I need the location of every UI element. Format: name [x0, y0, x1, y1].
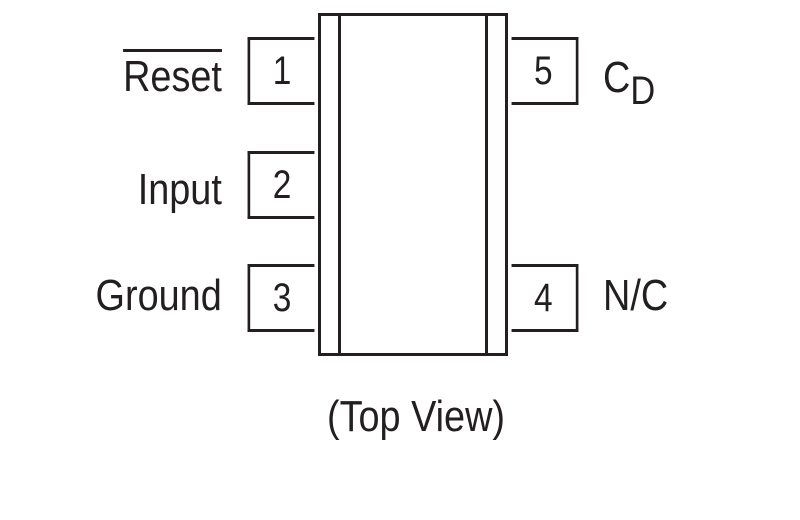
ic-package-body — [318, 13, 508, 356]
package-right-band — [485, 16, 488, 353]
pin-5-number: 5 — [534, 48, 553, 93]
pin-1-number: 1 — [273, 48, 292, 93]
pin-3: 3 — [247, 264, 315, 332]
pin-4: 4 — [511, 264, 579, 332]
pin-5-name: C — [603, 53, 631, 102]
pin-5: 5 — [511, 37, 579, 105]
package-left-band — [338, 16, 341, 353]
pin-2: 2 — [247, 151, 315, 219]
pin-4-number: 4 — [534, 275, 553, 320]
pin-2-label: Input — [138, 168, 222, 212]
pin-2-name: Input — [137, 165, 222, 214]
pin-1-name: Reset — [123, 52, 222, 101]
pin-5-name-subscript: D — [630, 69, 656, 113]
pin-3-number: 3 — [273, 275, 292, 320]
pin-3-label: Ground — [96, 274, 222, 318]
pin-4-label: N/C — [603, 274, 668, 318]
pin-4-name: N/C — [603, 271, 669, 320]
pin-5-label: CD — [603, 53, 655, 112]
pin-2-number: 2 — [273, 162, 292, 207]
view-caption: (Top View) — [326, 392, 506, 441]
pin-3-name: Ground — [95, 271, 222, 320]
pin-1-label: Reset — [123, 55, 222, 99]
pin-1: 1 — [247, 37, 315, 105]
